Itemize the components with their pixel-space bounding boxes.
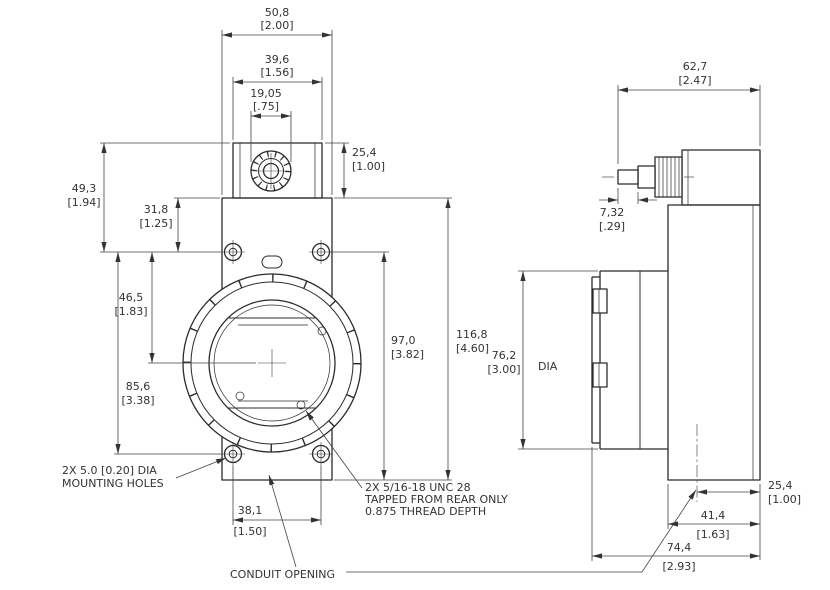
dim-text: [2.00] (260, 19, 293, 32)
dim-front-hole-to-center: 46,5 [1.83] (114, 252, 256, 364)
clamp-tab (592, 362, 608, 388)
side-view (591, 149, 761, 502)
dim-text: [2.93] (662, 560, 695, 573)
front-slot (261, 255, 283, 269)
note-text: TAPPED FROM REAR ONLY (364, 493, 508, 506)
dim-front-height-box: 25,4 [1.00] (325, 142, 385, 198)
dim-front-boxtop-to-hole: 49,3 [1.94] (67, 142, 230, 253)
dim-text: 97,0 (391, 334, 416, 347)
dim-text: [.75] (253, 100, 279, 113)
dim-text: 38,1 (238, 504, 263, 517)
dim-text: 25,4 (768, 479, 793, 492)
dim-text: 85,6 (126, 380, 151, 393)
dim-text: [1.56] (260, 66, 293, 79)
dim-text: 19,05 (250, 87, 282, 100)
dim-text: 76,2 (492, 349, 517, 362)
side-bezel-profile (591, 270, 668, 450)
dim-text: [1.94] (67, 196, 100, 209)
tapped-hole (296, 400, 306, 410)
dim-text: 49,3 (72, 182, 97, 195)
dim-text: [3.00] (487, 363, 520, 376)
dim-front-hole-spacing: 38,1 [1.50] (232, 466, 322, 538)
mounting-hole-top-left (221, 240, 245, 264)
note-text: 0.875 THREAD DEPTH (365, 505, 486, 518)
dim-text: 31,8 (144, 203, 169, 216)
dim-text: 74,4 (667, 541, 692, 554)
side-shaft (602, 156, 694, 198)
note-text: 2X 5/16-18 UNC 28 (365, 481, 471, 494)
front-view (182, 142, 362, 481)
dim-text: DIA (538, 360, 558, 373)
dim-text: [1.00] (768, 493, 801, 506)
dim-text: [4.60] (456, 342, 489, 355)
dim-front-hole-to-hole: 85,6 [3.38] (114, 252, 221, 455)
dim-text: 41,4 (701, 509, 726, 522)
dim-front-width-overall: 50,8 [2.00] (221, 6, 333, 195)
dim-text: [1.83] (114, 305, 147, 318)
tapped-hole (317, 326, 327, 336)
dim-text: [2.47] (678, 74, 711, 87)
tapped-hole (235, 391, 245, 401)
dim-side-shaft-pilot: 7,32 [.29] (599, 188, 657, 233)
dim-text: [.29] (599, 220, 625, 233)
dim-front-body-height: 116,8 [4.60] (334, 197, 489, 481)
dim-side-bezel-dia: 76,2 [3.00] DIA (487, 270, 598, 450)
dim-text: [3.38] (121, 394, 154, 407)
dim-text: 25,4 (352, 146, 377, 159)
mounting-hole-bottom-right (309, 442, 333, 466)
dim-front-width-box: 39,6 [1.56] (232, 53, 323, 140)
dim-side-depth-overall-shaft: 62,7 [2.47] (617, 60, 761, 164)
front-bezel (182, 273, 362, 453)
leader-line (175, 457, 227, 479)
clamp-tab (592, 288, 608, 314)
leader-line (268, 474, 297, 568)
dim-text: [1.00] (352, 160, 385, 173)
dim-front-hole-to-bottom: 97,0 [3.82] (329, 251, 424, 480)
mounting-hole-bottom-left (221, 442, 245, 466)
dim-text: 116,8 (456, 328, 488, 341)
leader-line (346, 489, 697, 573)
dim-text: [1.63] (696, 528, 729, 541)
note-text: CONDUIT OPENING (230, 568, 335, 581)
bezel-clamp-ticks (183, 274, 361, 452)
dim-text: 46,5 (119, 291, 144, 304)
shaft-pilot (617, 169, 639, 185)
leader-line (305, 410, 363, 489)
dim-front-width-fitting: 19,05 [.75] (250, 87, 292, 162)
dim-side-conduit-to-back: 25,4 [1.00] (697, 479, 801, 560)
side-top-cap (681, 149, 761, 206)
dim-text: [1.25] (139, 217, 172, 230)
dim-text: 39,6 (265, 53, 290, 66)
dim-text: [1.50] (233, 525, 266, 538)
note-tapped-holes: 2X 5/16-18 UNC 28 TAPPED FROM REAR ONLY … (305, 410, 508, 518)
dim-front-bodytop-to-hole: 31,8 [1.25] (139, 197, 220, 252)
dim-text: 50,8 (265, 6, 290, 19)
note-conduit-opening: CONDUIT OPENING (230, 474, 697, 581)
side-body (667, 149, 761, 481)
conduit-fitting (250, 150, 292, 192)
dim-text: 62,7 (683, 60, 708, 73)
note-text: 2X 5.0 [0.20] DIA (62, 464, 157, 477)
dim-text: 7,32 (600, 206, 625, 219)
note-text: MOUNTING HOLES (62, 477, 164, 490)
dim-text: [3.82] (391, 348, 424, 361)
dim-side-depth-overall: 74,4 [2.93] (591, 447, 760, 573)
dim-side-body-depth: 41,4 [1.63] (667, 484, 760, 541)
note-mounting-holes: 2X 5.0 [0.20] DIA MOUNTING HOLES (62, 457, 227, 490)
shaft-coupling (654, 156, 683, 198)
